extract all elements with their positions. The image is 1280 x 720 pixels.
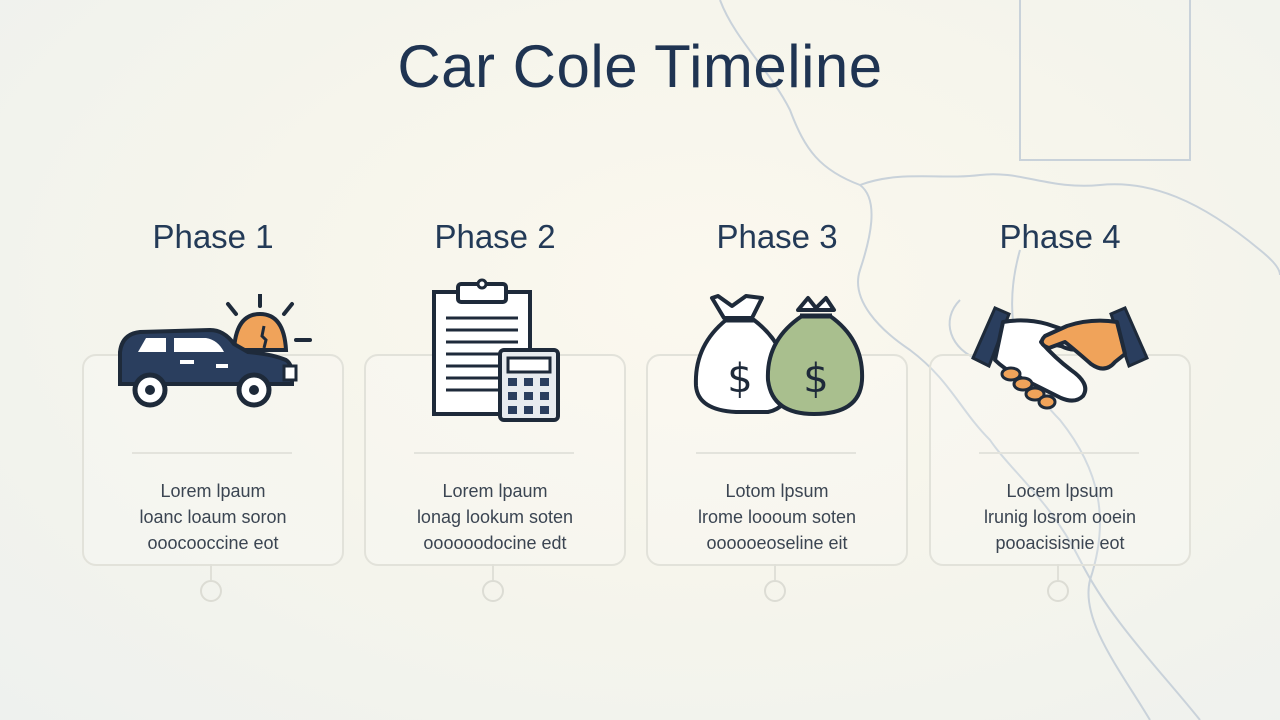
card-text-line: loanc loaum soron bbox=[139, 507, 287, 527]
card-divider bbox=[132, 452, 292, 454]
card-text-line: lrunig losrom ooein bbox=[983, 507, 1137, 527]
card-text-line: ooocooccine eot bbox=[147, 533, 279, 553]
card-divider bbox=[696, 452, 856, 454]
card-text-line: pooacisisnie eot bbox=[995, 533, 1125, 553]
card-text-line: Locem lpsum bbox=[1006, 481, 1114, 501]
card-divider bbox=[414, 452, 574, 454]
phase-3: Phase 3 Lotom lpsum lrome loooum soten o… bbox=[646, 218, 908, 608]
phase-card: Lorem lpaum loanc loaum soron ooocooccin… bbox=[82, 354, 344, 566]
phase-label: Phase 1 bbox=[152, 218, 274, 255]
timeline-node bbox=[482, 580, 504, 602]
money-bags-icon: $ $ bbox=[693, 294, 865, 417]
svg-text:$: $ bbox=[727, 356, 752, 402]
timeline-node bbox=[1047, 580, 1069, 602]
card-divider bbox=[979, 452, 1139, 454]
card-text-line: Lorem lpaum bbox=[442, 481, 548, 501]
handshake-icon bbox=[971, 306, 1149, 410]
timeline-connector bbox=[1057, 564, 1059, 580]
page-title: Car Cole Timeline bbox=[397, 33, 883, 100]
card-text-line: Lorem lpaum bbox=[160, 481, 266, 501]
timeline-node bbox=[200, 580, 222, 602]
phase-4: Phase 4 Locem lpsum lrunig losrom ooein … bbox=[929, 218, 1191, 608]
timeline-connector bbox=[210, 564, 212, 580]
card-text-line: lrome loooum soten bbox=[697, 507, 857, 527]
car-icon bbox=[118, 294, 312, 408]
phase-label: Phase 3 bbox=[716, 218, 838, 255]
phase-label: Phase 4 bbox=[999, 218, 1121, 255]
card-description: Lotom lpsum lrome loooum soten oooooeose… bbox=[658, 478, 896, 556]
svg-text:$: $ bbox=[803, 356, 828, 402]
card-description: Locem lpsum lrunig losrom ooein pooacisi… bbox=[941, 478, 1179, 556]
timeline-node bbox=[764, 580, 786, 602]
card-text-line: lonag lookum soten bbox=[416, 507, 574, 527]
timeline-connector bbox=[774, 564, 776, 580]
card-text-line: oooooeoseline eit bbox=[706, 533, 848, 553]
phase-2: Phase 2 Lorem lpaum lonag lookum soten o… bbox=[364, 218, 626, 608]
phase-card: Lorem lpaum lonag lookum soten oooooodoc… bbox=[364, 354, 626, 566]
card-text-line: oooooodocine edt bbox=[423, 533, 567, 553]
phase-1: Phase 1 Lorem lpaum loanc loaum soron oo… bbox=[82, 218, 344, 608]
phase-card: Locem lpsum lrunig losrom ooein pooacisi… bbox=[929, 354, 1191, 566]
card-text-line: Lotom lpsum bbox=[725, 481, 829, 501]
timeline-connector bbox=[492, 564, 494, 580]
card-description: Lorem lpaum loanc loaum soron ooocooccin… bbox=[94, 478, 332, 556]
card-description: Lorem lpaum lonag lookum soten oooooodoc… bbox=[376, 478, 614, 556]
phase-label: Phase 2 bbox=[434, 218, 556, 255]
clipboard-calculator-icon bbox=[432, 278, 560, 422]
